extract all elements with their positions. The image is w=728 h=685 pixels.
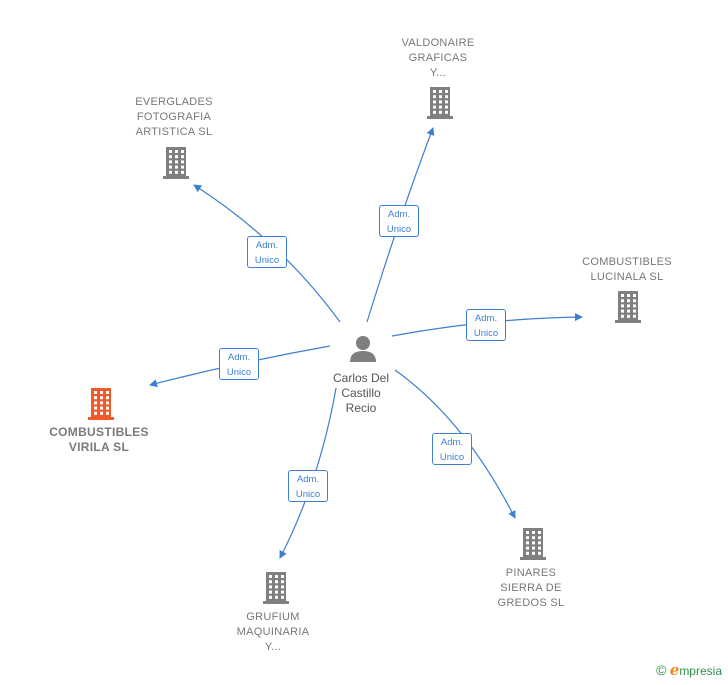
edge-label-lucinala[interactable]: Adm. Unico — [466, 309, 506, 341]
edge-label-pinares[interactable]: Adm. Unico — [432, 433, 472, 465]
edge-label-virila[interactable]: Adm. Unico — [219, 348, 259, 380]
company-label-pinares[interactable]: PINARES SIERRA DE GREDOS SL — [497, 567, 565, 609]
building-icon-grufium[interactable] — [263, 572, 289, 604]
building-icon-virila[interactable] — [88, 388, 114, 420]
brand-initial: e — [669, 661, 680, 679]
company-label-valdonaire[interactable]: VALDONAIRE GRAFICAS Y... — [401, 37, 475, 79]
building-icon-pinares[interactable] — [520, 528, 546, 560]
edge-pinares — [394, 369, 516, 519]
company-label-lucinala[interactable]: COMBUSTIBLES LUCINALA SL — [582, 256, 672, 283]
company-label-grufium[interactable]: GRUFIUM MAQUINARIA Y... — [236, 611, 310, 653]
company-label-everglades[interactable]: EVERGLADES FOTOGRAFIA ARTISTICA SL — [135, 96, 213, 138]
brand-footer: © empresia — [656, 661, 722, 679]
building-icon-everglades[interactable] — [163, 147, 189, 179]
edge-label-valdonaire[interactable]: Adm. Unico — [379, 205, 419, 237]
edge-label-everglades[interactable]: Adm. Unico — [247, 236, 287, 268]
copyright-symbol: © — [656, 662, 667, 678]
brand-name: mpresia — [679, 664, 722, 678]
building-icon-valdonaire[interactable] — [427, 87, 453, 119]
company-label-virila[interactable]: COMBUSTIBLES VIRILA SL — [49, 425, 149, 454]
person-name-label[interactable]: Carlos Del Castillo Recio — [332, 371, 389, 415]
building-icon-lucinala[interactable] — [615, 291, 641, 323]
edge-label-grufium[interactable]: Adm. Unico — [288, 470, 328, 502]
person-icon[interactable] — [350, 336, 376, 362]
